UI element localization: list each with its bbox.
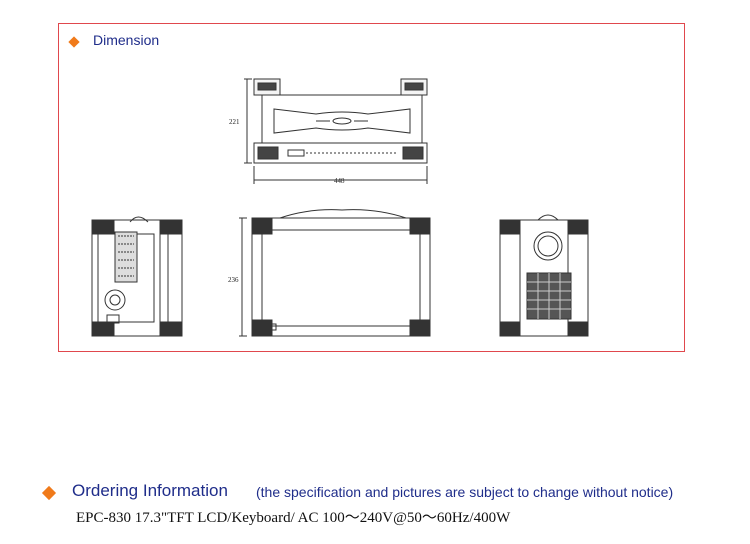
height-dimension-label: 221 <box>229 118 240 126</box>
dimension-frame <box>58 23 685 352</box>
front-view-drawing <box>244 78 428 184</box>
width-dimension-label: 448 <box>334 177 345 185</box>
model-spec-line: EPC-830 17.3"TFT LCD/Keyboard/ AC 100～24… <box>76 510 511 526</box>
right-side-view-drawing <box>499 214 589 337</box>
left-side-view-drawing <box>91 216 183 337</box>
top-view-drawing <box>239 209 431 337</box>
dimension-heading: Dimension <box>93 32 160 48</box>
ordering-heading: Ordering Information <box>72 481 228 500</box>
depth-dimension-label: 236 <box>228 276 239 284</box>
ordering-note: (the specification and pictures are subj… <box>256 484 674 500</box>
